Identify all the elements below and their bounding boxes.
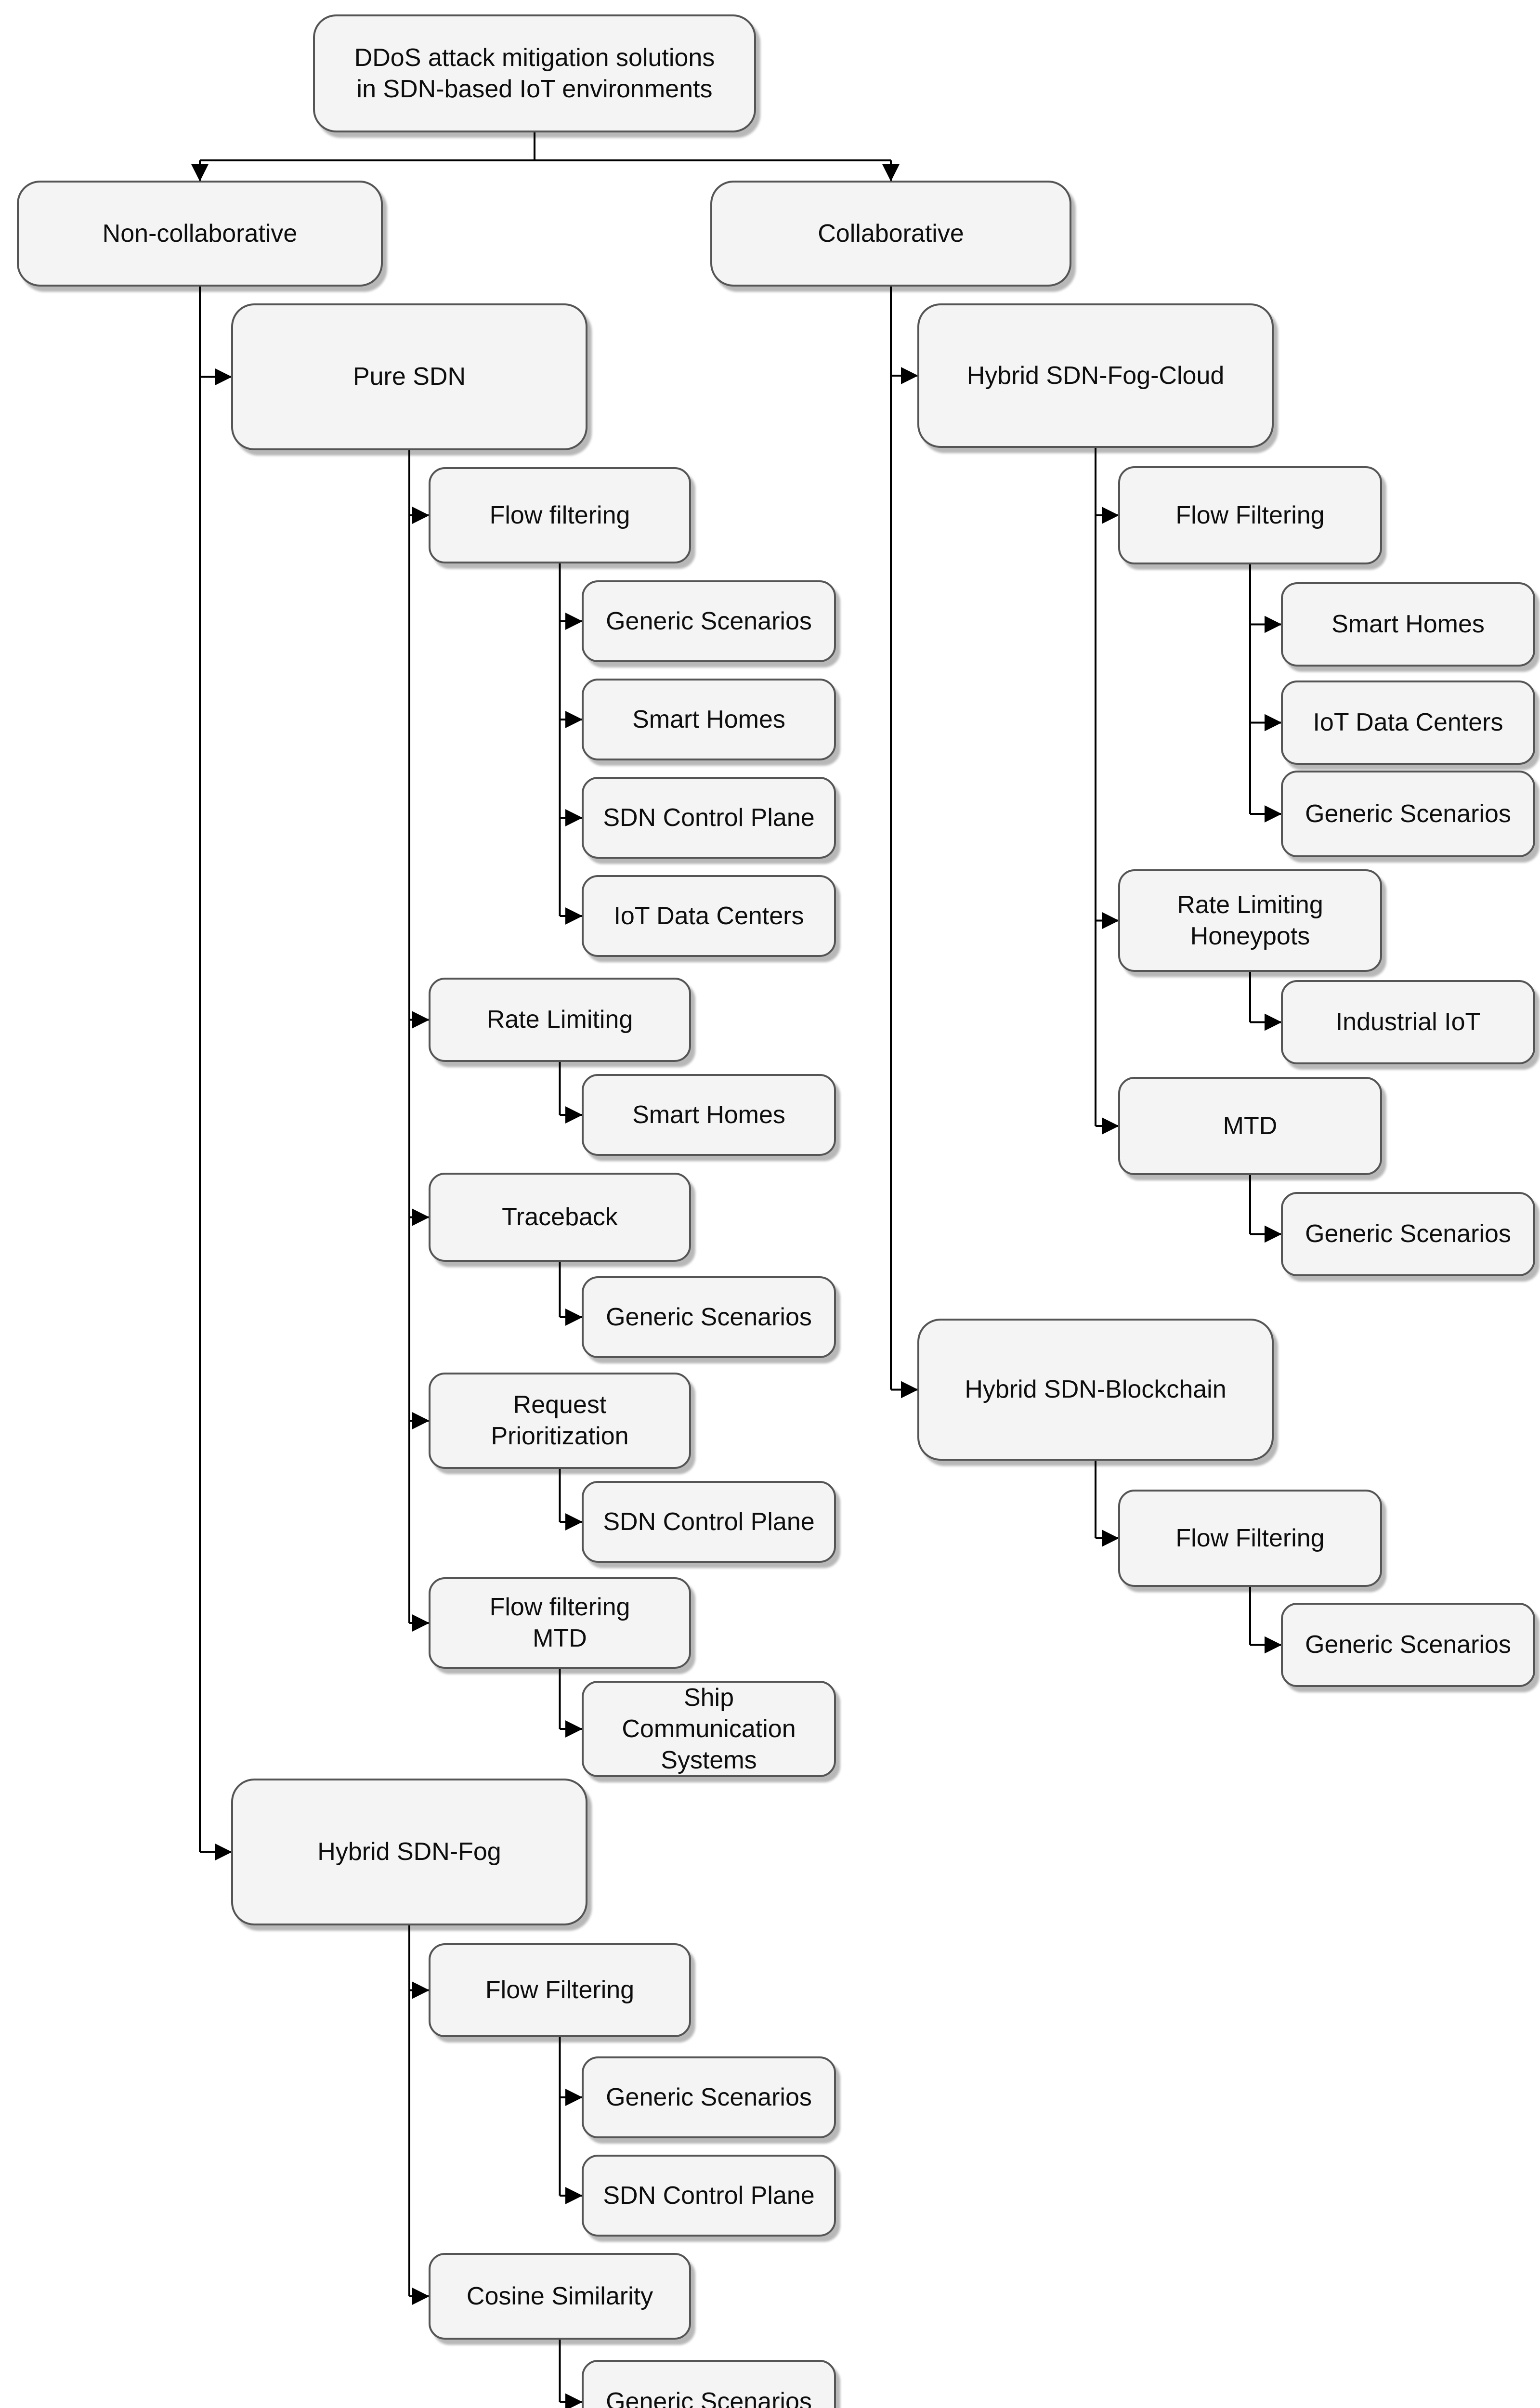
node-label: Flow Filtering bbox=[485, 1976, 635, 2004]
node-gs-ff-hsf: Generic Scenarios bbox=[582, 2056, 836, 2138]
node-label: Ship Communication Systems bbox=[622, 1683, 796, 1774]
node-idc-ff-hsfc: IoT Data Centers bbox=[1281, 681, 1535, 765]
node-sh-ff-pure-sdn: Smart Homes bbox=[582, 679, 836, 760]
node-scp-ff-pure-sdn: SDN Control Plane bbox=[582, 777, 836, 859]
node-label: Smart Homes bbox=[1331, 610, 1485, 638]
node-label: SDN Control Plane bbox=[603, 1507, 815, 1536]
node-label: Flow Filtering bbox=[1175, 501, 1325, 529]
node-label: Generic Scenarios bbox=[606, 607, 812, 635]
node-label: Generic Scenarios bbox=[1305, 1631, 1511, 1659]
node-ff-mtd: Flow filtering MTD bbox=[429, 1577, 691, 1669]
node-collaborative: Collaborative bbox=[710, 181, 1071, 287]
node-label: Request Prioritization bbox=[491, 1391, 629, 1450]
node-rate-limiting-honeypots: Rate Limiting Honeypots bbox=[1118, 869, 1382, 972]
node-label: Smart Homes bbox=[632, 1100, 785, 1129]
node-label: MTD bbox=[1223, 1112, 1278, 1140]
node-label: Traceback bbox=[502, 1203, 618, 1231]
node-label: DDoS attack mitigation solutions in SDN-… bbox=[354, 43, 715, 103]
node-label: Flow Filtering bbox=[1175, 1524, 1325, 1552]
node-label: Flow filtering bbox=[489, 501, 630, 529]
node-label: Generic Scenarios bbox=[1305, 1220, 1511, 1248]
node-sh-rate-limiting: Smart Homes bbox=[582, 1074, 836, 1156]
node-label: SDN Control Plane bbox=[603, 2181, 815, 2210]
node-gs-mtd: Generic Scenarios bbox=[1281, 1192, 1535, 1276]
node-traceback: Traceback bbox=[429, 1173, 691, 1262]
node-ff-hsb: Flow Filtering bbox=[1118, 1490, 1382, 1587]
node-label: Generic Scenarios bbox=[1305, 799, 1511, 828]
node-label: Pure SDN bbox=[352, 363, 466, 391]
node-label: SDN Control Plane bbox=[603, 803, 815, 832]
node-label: Smart Homes bbox=[632, 705, 785, 733]
node-request-prioritization: Request Prioritization bbox=[429, 1373, 691, 1469]
node-label: Generic Scenarios bbox=[606, 2083, 812, 2111]
node-hybrid-sdn-fog: Hybrid SDN-Fog bbox=[231, 1779, 587, 1925]
node-ff-hsf: Flow Filtering bbox=[429, 1943, 691, 2037]
node-label: Hybrid SDN-Blockchain bbox=[965, 1375, 1227, 1403]
node-label: IoT Data Centers bbox=[1313, 708, 1503, 736]
node-root: DDoS attack mitigation solutions in SDN-… bbox=[313, 14, 756, 132]
node-label: Flow filtering MTD bbox=[489, 1593, 630, 1652]
node-gs-ff-hsb: Generic Scenarios bbox=[1281, 1603, 1535, 1687]
node-rate-limiting: Rate Limiting bbox=[429, 978, 691, 1062]
node-gs-ff-hsfc: Generic Scenarios bbox=[1281, 771, 1535, 857]
node-label: Non-collaborative bbox=[102, 219, 298, 248]
node-label: Generic Scenarios bbox=[606, 2388, 812, 2408]
node-hybrid-sdn-fog-cloud: Hybrid SDN-Fog-Cloud bbox=[917, 303, 1274, 448]
node-label: Collaborative bbox=[818, 219, 964, 248]
node-sh-ff-hsfc: Smart Homes bbox=[1281, 582, 1535, 667]
node-idc-ff-pure-sdn: IoT Data Centers bbox=[582, 875, 836, 957]
node-label: IoT Data Centers bbox=[613, 902, 804, 930]
node-label: Generic Scenarios bbox=[606, 1303, 812, 1331]
node-scp-request-prioritization: SDN Control Plane bbox=[582, 1481, 836, 1563]
node-pure-sdn: Pure SDN bbox=[231, 303, 587, 450]
node-gs-traceback: Generic Scenarios bbox=[582, 1276, 836, 1358]
node-gs-cosine: Generic Scenarios bbox=[582, 2360, 836, 2408]
node-gs-ff-pure-sdn: Generic Scenarios bbox=[582, 580, 836, 662]
node-industrial-iot: Industrial IoT bbox=[1281, 980, 1535, 1064]
node-ship-communication-systems: Ship Communication Systems bbox=[582, 1681, 836, 1777]
node-mtd: MTD bbox=[1118, 1077, 1382, 1175]
node-label: Hybrid SDN-Fog bbox=[317, 1838, 501, 1866]
node-label: Rate Limiting bbox=[486, 1006, 633, 1034]
node-non-collaborative: Non-collaborative bbox=[17, 181, 383, 287]
node-ff-pure-sdn: Flow filtering bbox=[429, 467, 691, 563]
node-label: Cosine Similarity bbox=[466, 2282, 653, 2310]
node-label: Rate Limiting Honeypots bbox=[1177, 890, 1323, 950]
node-label: Industrial IoT bbox=[1335, 1008, 1481, 1036]
node-hybrid-sdn-blockchain: Hybrid SDN-Blockchain bbox=[917, 1319, 1274, 1461]
node-cosine-similarity: Cosine Similarity bbox=[429, 2253, 691, 2340]
node-scp-ff-hsf: SDN Control Plane bbox=[582, 2155, 836, 2237]
node-ff-hsfc: Flow Filtering bbox=[1118, 466, 1382, 564]
node-label: Hybrid SDN-Fog-Cloud bbox=[966, 361, 1225, 390]
